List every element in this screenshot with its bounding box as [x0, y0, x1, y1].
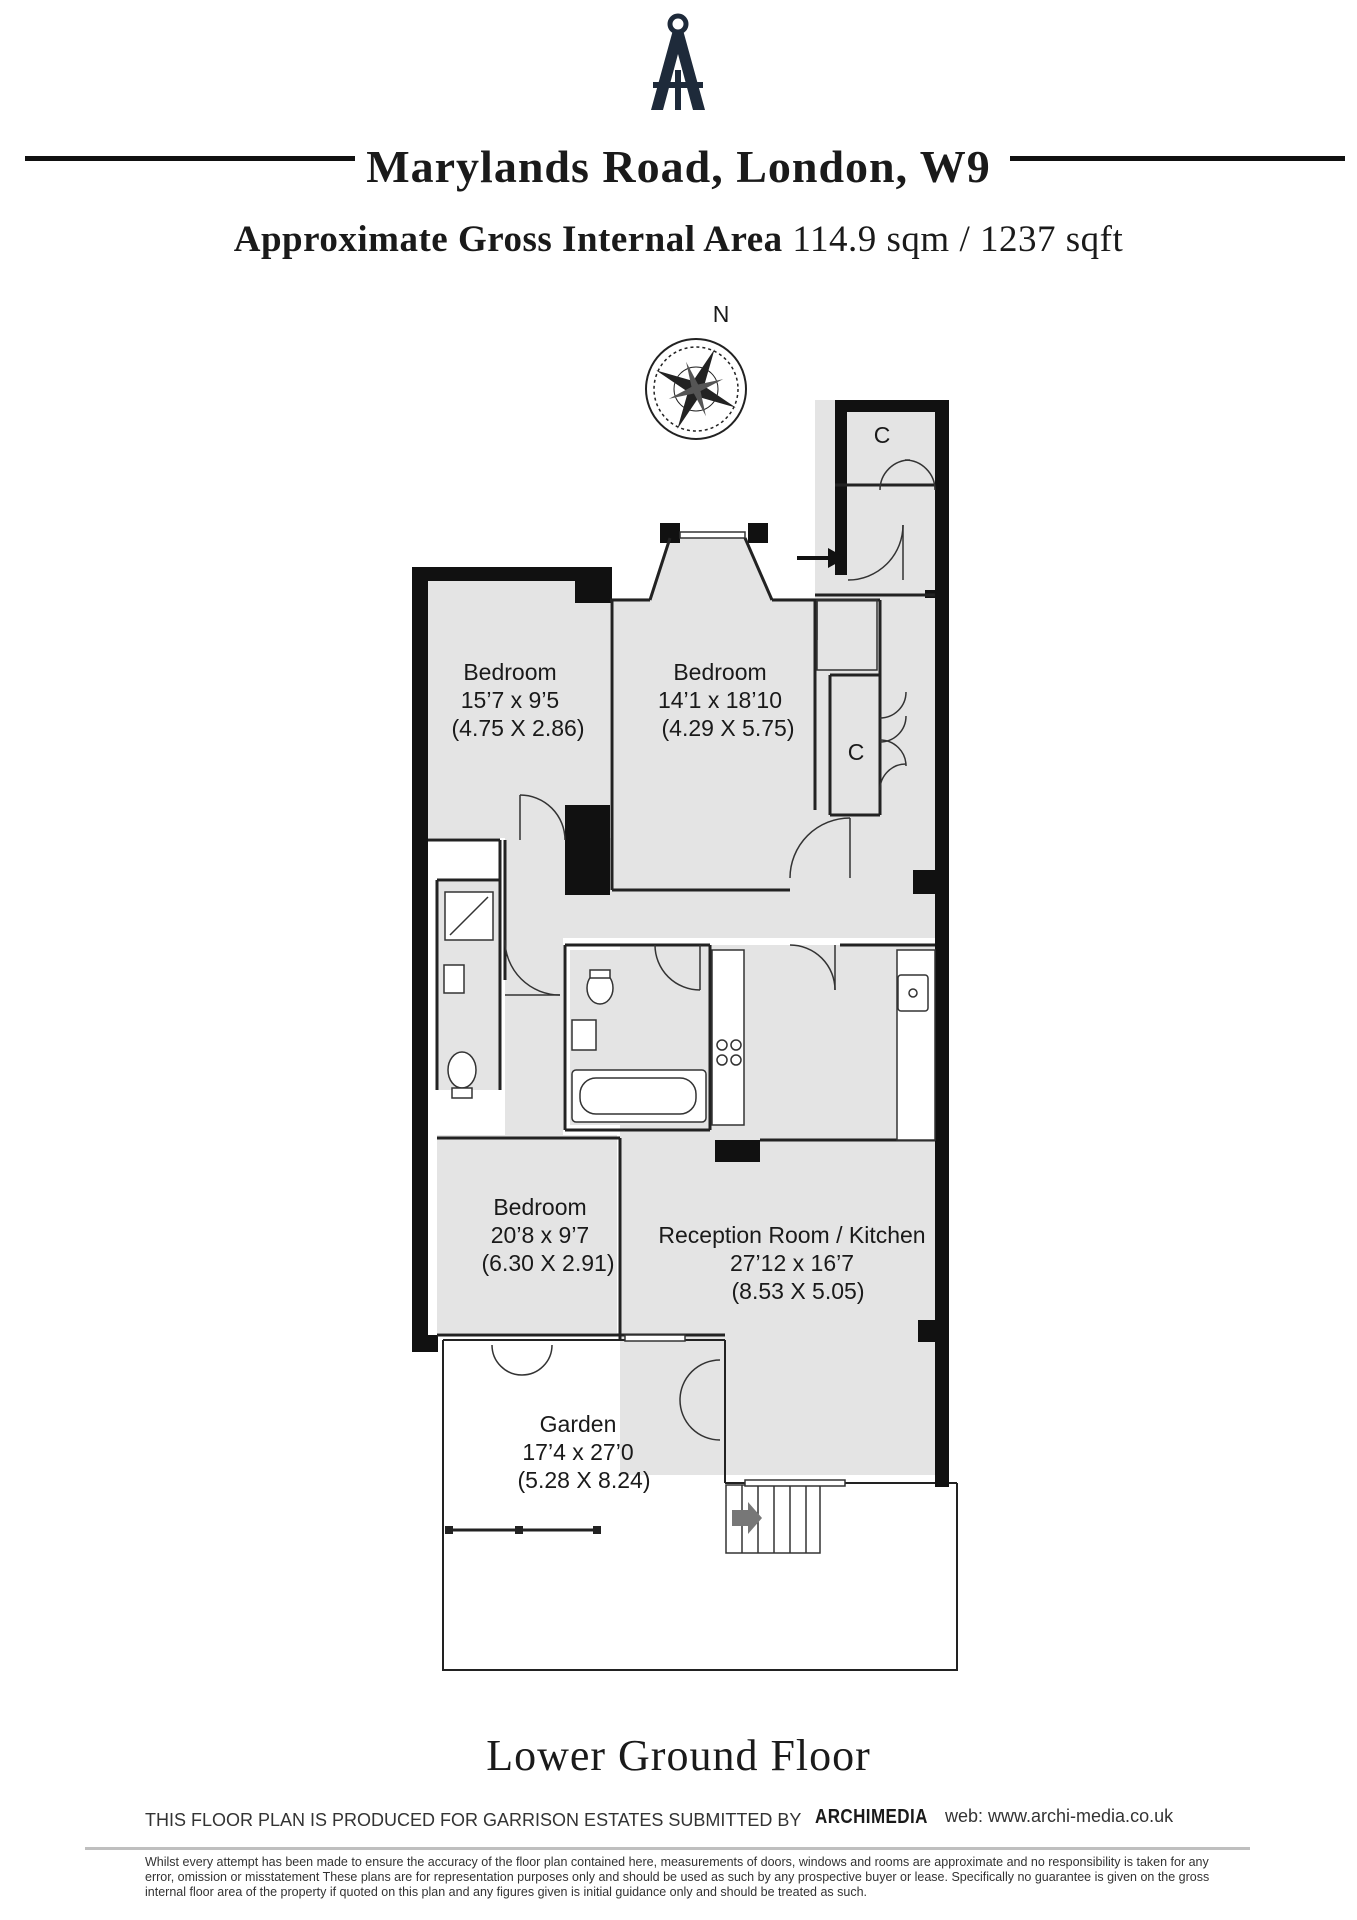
area-subtitle: Approximate Gross Internal Area 114.9 sq… [0, 218, 1357, 261]
interior-walls [428, 483, 935, 1340]
footer-disclaimer: Whilst every attempt has been made to en… [145, 1855, 1210, 1899]
garden-steps-icon [725, 1484, 821, 1554]
bathroom-fixtures [443, 599, 936, 1141]
cupboard-label-mid: C [848, 739, 865, 765]
svg-text:Bedroom: Bedroom [673, 659, 766, 685]
svg-text:Bedroom: Bedroom [463, 659, 556, 685]
svg-text:(8.53 X 5.05): (8.53 X 5.05) [732, 1278, 865, 1304]
svg-text:27’12 x 16’7: 27’12 x 16’7 [730, 1250, 854, 1276]
room-label-bedroom-1: Bedroom 15’7 x 9’5 (4.75 X 2.86) [452, 659, 585, 741]
area-label: Approximate Gross Internal Area [233, 219, 783, 260]
title-rule-right [1010, 156, 1345, 161]
toilet-icon [447, 1051, 477, 1089]
doors [491, 459, 936, 1441]
svg-text:(4.29 X 5.75): (4.29 X 5.75) [662, 715, 795, 741]
bedroom-1-floor [428, 580, 610, 838]
svg-text:(4.75 X 2.86): (4.75 X 2.86) [452, 715, 585, 741]
compass-rose-icon: N [645, 301, 747, 440]
footer-brand: ARCHIMEDIA [815, 1806, 928, 1828]
north-label: N [713, 301, 730, 327]
footer-divider [85, 1847, 1250, 1850]
entrance-arrow-icon [797, 548, 846, 568]
hob-icon [716, 1039, 728, 1051]
footer-credit: THIS FLOOR PLAN IS PRODUCED FOR GARRISON… [145, 1810, 802, 1830]
svg-text:(6.30 X 2.91): (6.30 X 2.91) [482, 1250, 615, 1276]
kitchen-counter-left [711, 949, 745, 1126]
room-label-garden: Garden 17’4 x 27’0 (5.28 X 8.24) [518, 1411, 651, 1493]
basin-icon-2 [571, 1019, 597, 1051]
room-label-bedroom-2: Bedroom 14’1 x 18’10 (4.29 X 5.75) [658, 659, 795, 741]
svg-text:14’1 x 18’10: 14’1 x 18’10 [658, 687, 782, 713]
hall-left-floor [505, 938, 563, 1138]
room-label-bedroom-3: Bedroom 20’8 x 9’7 (6.30 X 2.91) [482, 1194, 615, 1276]
garden-outline [442, 1339, 958, 1671]
floor-name: Lower Ground Floor [486, 1731, 871, 1780]
external-walls [412, 400, 949, 1487]
svg-text:Reception Room / Kitchen: Reception Room / Kitchen [658, 1222, 925, 1248]
footer-web-link[interactable]: web: www.archi-media.co.uk [945, 1806, 1174, 1826]
windows [624, 531, 846, 1487]
basin-icon [443, 964, 465, 994]
reception-floor [620, 945, 935, 1475]
svg-text:(5.28 X 8.24): (5.28 X 8.24) [518, 1467, 651, 1493]
svg-text:20’8 x 9’7: 20’8 x 9’7 [491, 1222, 589, 1248]
svg-text:17’4 x 27’0: 17’4 x 27’0 [522, 1439, 633, 1465]
svg-text:Garden: Garden [540, 1411, 617, 1437]
archimedia-logo-icon [651, 13, 705, 110]
room-label-reception: Reception Room / Kitchen 27’12 x 16’7 (8… [658, 1222, 925, 1304]
bedroom-2-floor [612, 537, 815, 890]
bedroom-3-floor [437, 1135, 617, 1333]
cupboard-top-floor [845, 412, 937, 592]
svg-text:Bedroom: Bedroom [493, 1194, 586, 1220]
page-title: Marylands Road, London, W9 [366, 141, 991, 192]
cupboard-label-top: C [874, 422, 891, 448]
area-value: 114.9 sqm / 1237 sqft [792, 219, 1124, 260]
title-rule-left [25, 156, 355, 161]
svg-text:15’7 x 9’5: 15’7 x 9’5 [461, 687, 559, 713]
